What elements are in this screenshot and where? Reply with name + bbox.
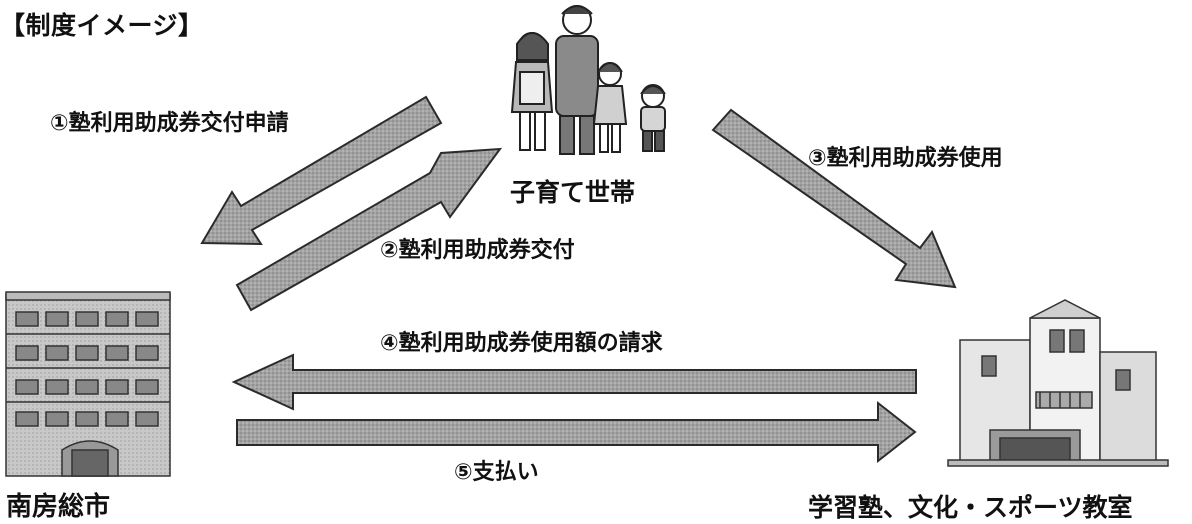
step-4-label: ④塾利用助成券使用額の請求 bbox=[380, 331, 663, 356]
step-3-label: ③塾利用助成券使用 bbox=[808, 146, 1003, 171]
school-building-illustration bbox=[947, 299, 1169, 467]
arrow-3-use bbox=[711, 108, 957, 289]
city-label: 南房総市 bbox=[6, 492, 111, 522]
arrow-1-application bbox=[200, 95, 443, 246]
diagram-title: 【制度イメージ】 bbox=[0, 11, 204, 40]
family-label: 子育て世帯 bbox=[510, 178, 636, 207]
arrow-2-issue bbox=[235, 147, 503, 312]
step-2-label: ②塾利用助成券交付 bbox=[380, 238, 575, 263]
school-label: 学習塾、文化・スポーツ教室 bbox=[808, 493, 1133, 522]
step-5-label: ⑤支払い bbox=[454, 460, 539, 485]
arrow-5-payment bbox=[236, 400, 917, 464]
family-illustration bbox=[510, 5, 666, 155]
step-1-label: ①塾利用助成券交付申請 bbox=[50, 111, 289, 136]
city-hall-building-illustration bbox=[5, 291, 171, 477]
arrow-4-claim bbox=[231, 353, 917, 411]
